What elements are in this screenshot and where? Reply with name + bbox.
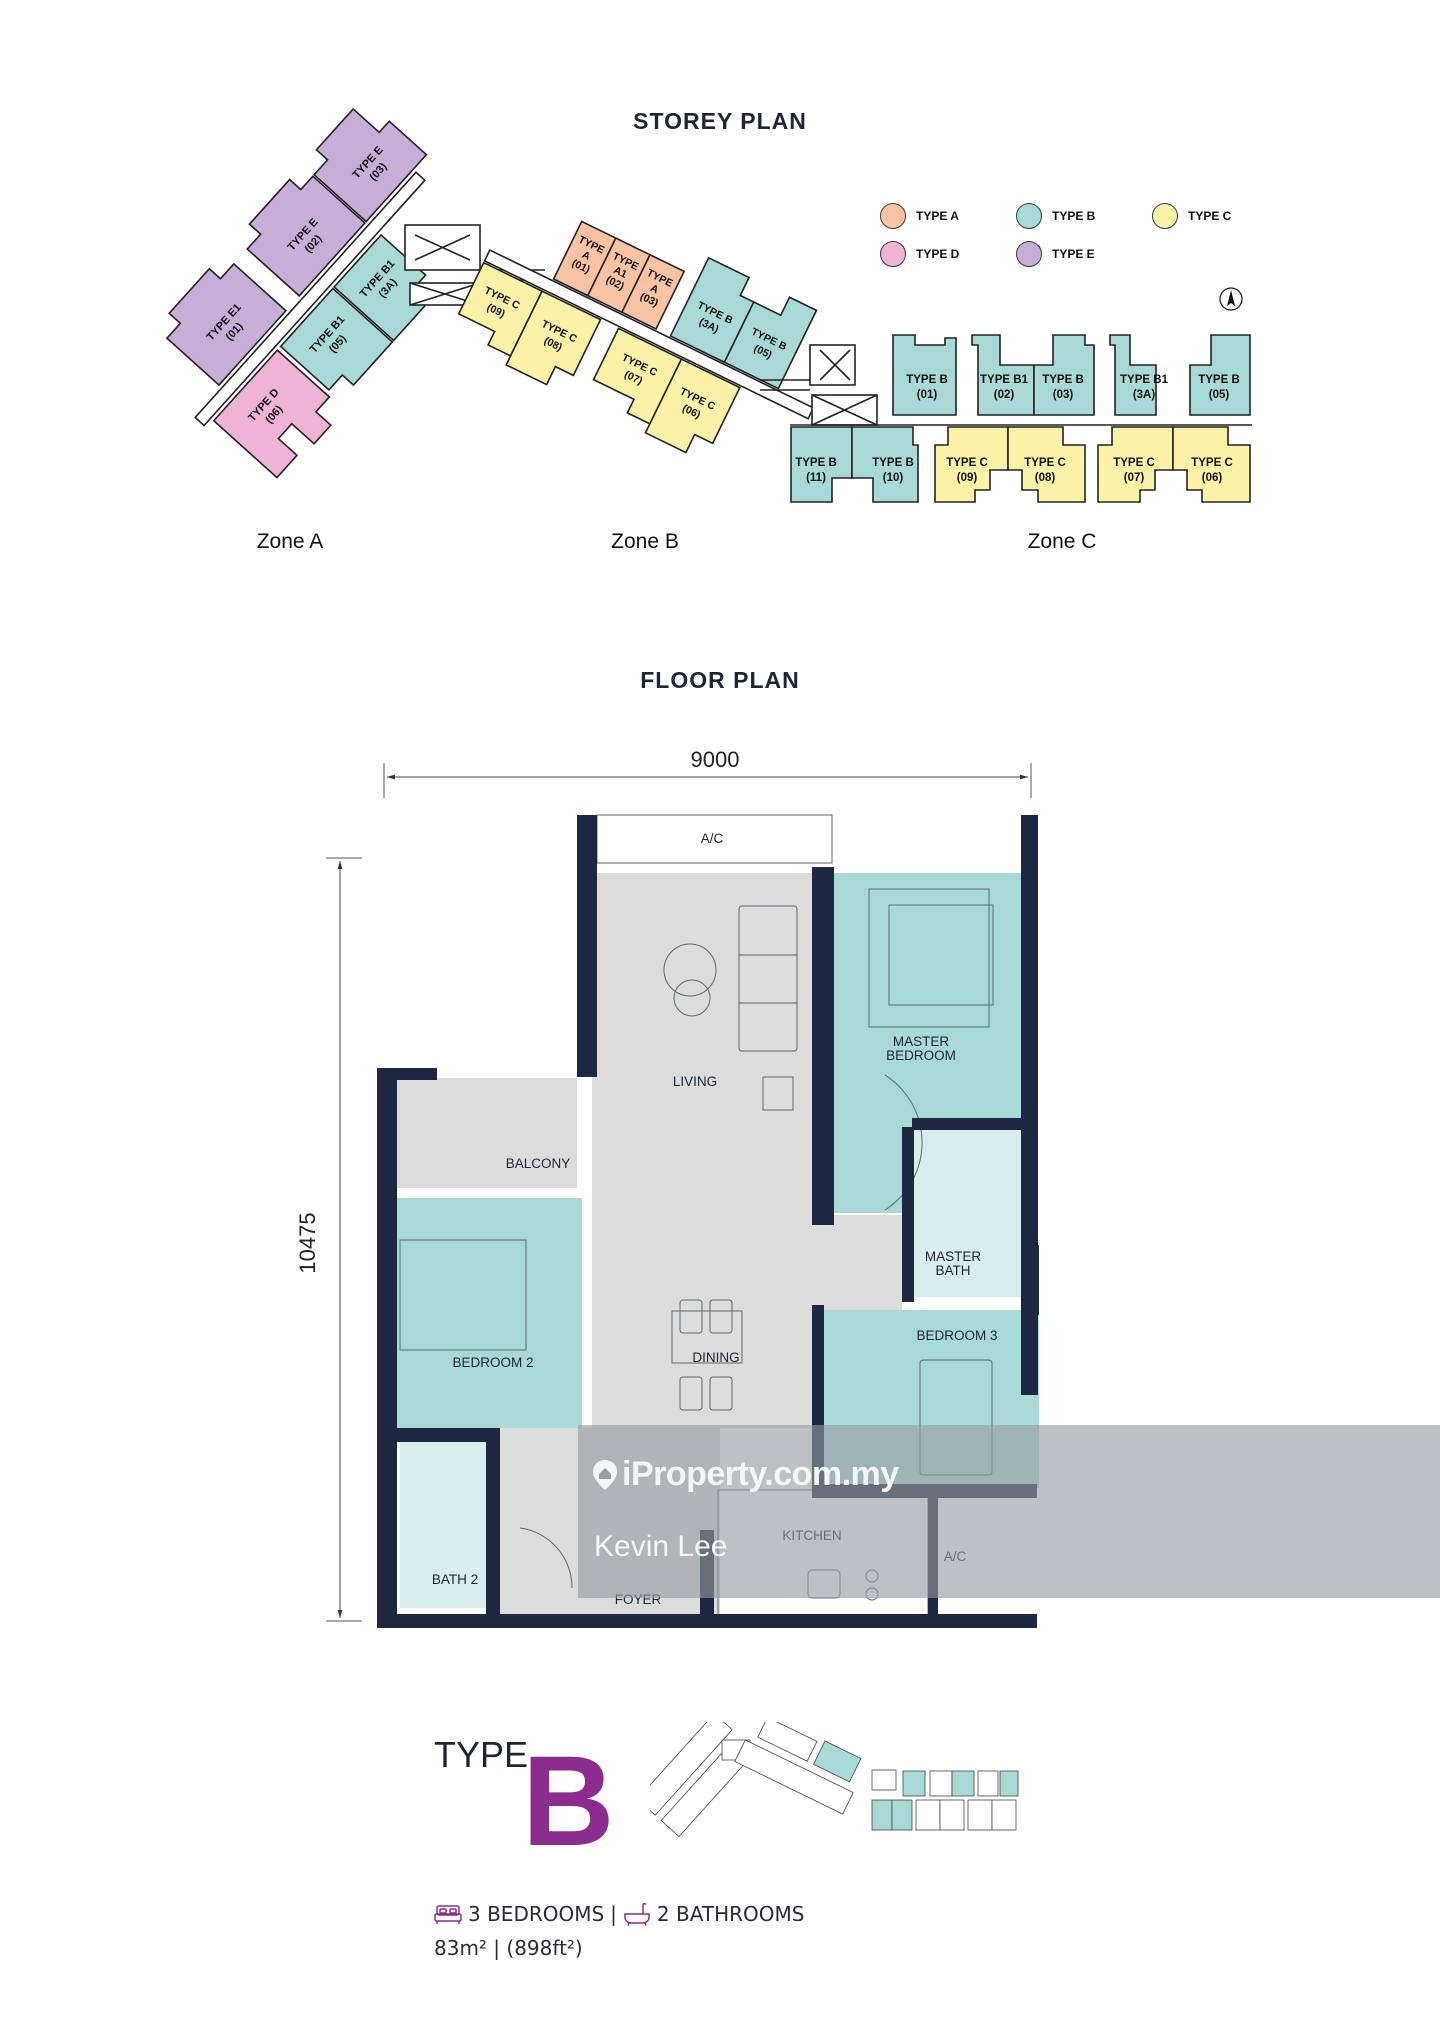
watermark-band [578, 1425, 1440, 1598]
svg-text:(07): (07) [1124, 472, 1145, 484]
room-label-balcony: BALCONY [506, 1156, 571, 1171]
bathtub-icon [624, 1902, 650, 1926]
svg-text:(09): (09) [957, 472, 978, 484]
unit-area: 83m² | (898ft²) [434, 1936, 583, 1960]
unit-type-c-08 [505, 290, 602, 386]
svg-text:A1: A1 [612, 264, 629, 281]
legend-type-c: TYPE C [1152, 203, 1231, 229]
legend-type-b: TYPE B [1016, 203, 1130, 229]
key-plan-thumbnail [650, 1722, 1019, 1838]
room-label-master-bedroom-2: BEDROOM [886, 1048, 956, 1063]
room-label-bedroom-2: BEDROOM 2 [452, 1355, 533, 1370]
svg-text:(02): (02) [994, 389, 1015, 401]
watermark-site: iProperty.com.my [592, 1455, 899, 1494]
svg-text:TYPE B: TYPE B [795, 457, 837, 469]
room-label-living: LIVING [673, 1074, 717, 1089]
bathroom-count: 2 BATHROOMS [656, 1902, 805, 1926]
legend-label: TYPE E [1052, 247, 1095, 261]
location-pin-icon [593, 1459, 617, 1490]
svg-text:TYPE C: TYPE C [946, 457, 988, 469]
legend-label: TYPE B [1052, 209, 1096, 223]
type-letter: B [522, 1730, 615, 1873]
type-c-swatch [1152, 203, 1178, 229]
type-a-swatch [880, 203, 906, 229]
unit-type-b1-05 [279, 287, 394, 392]
svg-text:TYPE C: TYPE C [1024, 457, 1066, 469]
legend-type-d: TYPE D [880, 241, 994, 267]
legend: TYPE A TYPE B TYPE C TYPE D TYPE E [880, 203, 1231, 267]
svg-text:(10): (10) [883, 472, 904, 484]
unit-type-d-06 [212, 349, 332, 479]
svg-text:TYPE C: TYPE C [1113, 457, 1155, 469]
unit-type-a-03 [620, 253, 686, 331]
width-dimension: 9000 [690, 747, 740, 772]
svg-text:TYPE B: TYPE B [906, 374, 948, 386]
bedroom-count: 3 BEDROOMS [468, 1902, 605, 1926]
unit-type-b-10 [851, 426, 919, 503]
room-label-ac-top: A/C [701, 831, 724, 846]
svg-text:(3A): (3A) [1133, 389, 1156, 401]
unit-type-e-02 [246, 175, 366, 298]
room-label-master-bath: MASTER [925, 1249, 982, 1264]
storey-plan-drawing: TYPE E(03) TYPE E(02) TYPE E1(01) TYPE B… [165, 107, 1252, 503]
room-label-bath-2: BATH 2 [432, 1572, 478, 1587]
watermark-site-text: iProperty.com.my [622, 1455, 899, 1493]
svg-text:TYPE B1: TYPE B1 [1120, 374, 1169, 386]
unit-type-b1-3a [1109, 334, 1157, 416]
type-e-swatch [1016, 241, 1042, 267]
svg-text:(06): (06) [1202, 472, 1223, 484]
room-specs: 3 BEDROOMS | 2 BATHROOMS [434, 1902, 804, 1926]
unit-type-c-07 [1097, 426, 1174, 503]
unit-type-b-01 [892, 334, 957, 416]
unit-type-c-08 [1007, 426, 1086, 503]
legend-type-a: TYPE A [880, 203, 994, 229]
unit-type-e1-01 [165, 262, 288, 387]
type-d-swatch [880, 241, 906, 267]
svg-text:TYPE B: TYPE B [1198, 374, 1240, 386]
room-label-bedroom-3: BEDROOM 3 [916, 1328, 997, 1343]
zone-a-label: Zone A [256, 530, 324, 553]
zone-c-label: Zone C [1027, 530, 1097, 553]
north-arrow-icon [1219, 287, 1243, 311]
svg-text:TYPE B1: TYPE B1 [980, 374, 1029, 386]
legend-type-e: TYPE E [1016, 241, 1130, 267]
svg-text:TYPE B: TYPE B [872, 457, 914, 469]
spec-separator: | [610, 1902, 617, 1926]
legend-label: TYPE A [916, 209, 959, 223]
unit-type-b-05 [1189, 334, 1251, 416]
svg-text:(05): (05) [1209, 389, 1230, 401]
svg-text:(08): (08) [1035, 472, 1056, 484]
unit-type-b-03 [1033, 334, 1095, 416]
svg-text:(11): (11) [806, 472, 826, 484]
unit-type-e-03 [313, 107, 428, 223]
type-word: TYPE [434, 1734, 529, 1775]
room-label-dining: DINING [692, 1350, 739, 1365]
zone-b-label: Zone B [611, 530, 679, 553]
unit-type-c-06 [1172, 426, 1251, 503]
svg-text:(03): (03) [1053, 389, 1074, 401]
unit-type-c-09 [934, 426, 1009, 503]
legend-label: TYPE D [916, 247, 960, 261]
room-label-master-bath-2: BATH [935, 1263, 970, 1278]
unit-type-b-05 [723, 296, 818, 390]
storey-plan-title: STOREY PLAN [633, 108, 807, 134]
room-label-master-bedroom: MASTER [893, 1034, 950, 1049]
type-b-swatch [1016, 203, 1042, 229]
unit-type-c-06 [644, 358, 741, 454]
floor-plan-title: FLOOR PLAN [640, 667, 800, 693]
watermark-agent: Kevin Lee [594, 1530, 728, 1563]
svg-text:TYPE C: TYPE C [1191, 457, 1233, 469]
svg-text:(01): (01) [917, 389, 938, 401]
legend-label: TYPE C [1188, 209, 1232, 223]
bed-icon [434, 1905, 462, 1924]
svg-text:TYPE B: TYPE B [1042, 374, 1084, 386]
